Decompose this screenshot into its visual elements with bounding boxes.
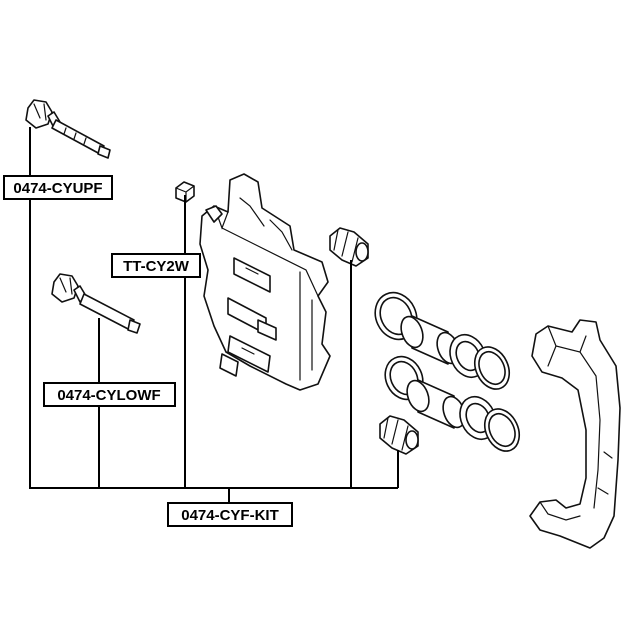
upper-dust-boot-icon (329, 227, 369, 267)
label-bushing-text: TT-CY2W (123, 258, 190, 275)
upper-piston-seal-icon (374, 291, 511, 390)
label-lower-pin-text: 0474-CYLOWF (57, 387, 160, 404)
caliper-housing-icon (199, 173, 331, 391)
label-bushing: TT-CY2W (111, 253, 201, 278)
lower-guide-pin-icon (51, 273, 141, 334)
label-kit: 0474-CYF-KIT (167, 502, 293, 527)
label-kit-text: 0474-CYF-KIT (181, 507, 279, 524)
label-upper-pin-text: 0474-CYUPF (13, 180, 102, 197)
label-upper-pin: 0474-CYUPF (3, 175, 113, 200)
label-lower-pin: 0474-CYLOWF (43, 382, 176, 407)
caliper-bracket-icon (529, 319, 621, 549)
lower-dust-boot-icon (379, 415, 419, 455)
lower-piston-seal-icon (384, 355, 521, 452)
upper-guide-pin-icon (25, 99, 111, 159)
